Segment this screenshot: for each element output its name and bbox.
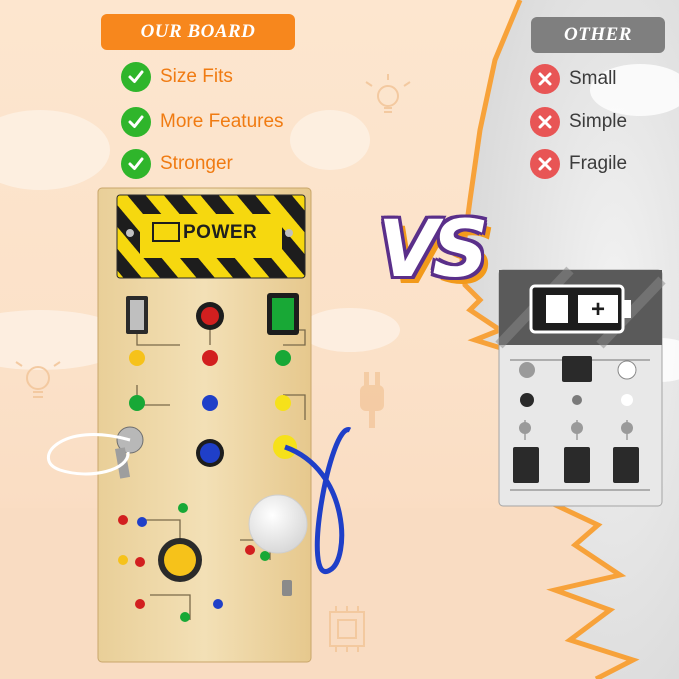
svg-text:+: + [591,296,605,323]
check-icon [121,149,151,179]
feature-label: More Features [160,111,284,132]
feature-item: Simple [530,107,627,137]
feature-label: Small [569,68,617,89]
vs-label: VS [378,205,489,295]
cross-icon [530,64,560,94]
check-icon [121,62,151,92]
led-lights [118,350,291,622]
plug-icon [360,372,384,428]
power-label: POWER [183,222,258,243]
cross-icon [530,107,560,137]
chip-icon [329,606,365,652]
bulb-icon [365,74,411,113]
battery-icon [152,222,180,242]
feature-label: Size Fits [160,66,233,87]
feature-item: More Features [121,107,284,137]
feature-item: Size Fits [121,62,233,92]
other-badge: OTHER [531,17,665,53]
feature-item: Fragile [530,149,627,179]
feature-item: Small [530,64,617,94]
check-icon [121,107,151,137]
our-board-badge: OUR BOARD [101,14,295,50]
feature-label: Fragile [569,153,628,174]
feature-item: Stronger [121,149,233,179]
bulb-icon [15,361,61,398]
cross-icon [530,149,560,179]
cloud-shape [0,110,400,370]
feature-label: Simple [569,111,628,132]
feature-label: Stronger [160,153,233,174]
